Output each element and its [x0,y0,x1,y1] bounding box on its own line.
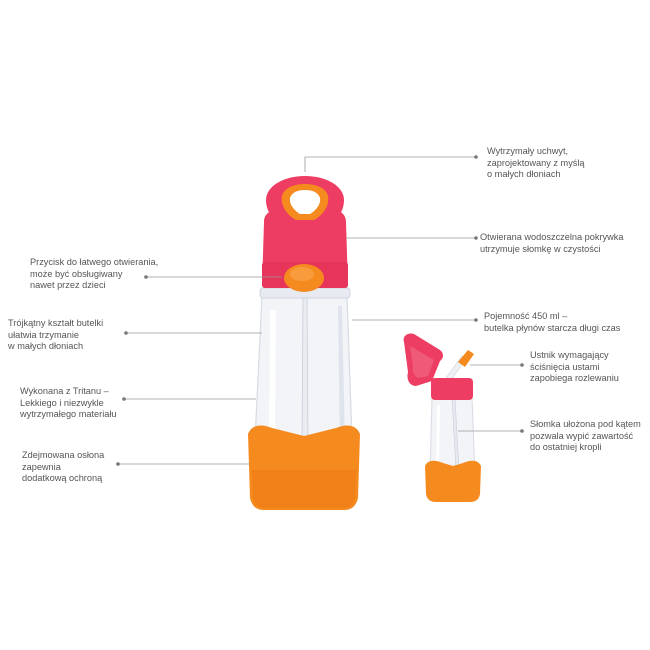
callout-dot-button [144,275,148,279]
label-handle-line-1: Wytrzymały uchwyt, [487,146,569,156]
label-tritan: Wykonana z Tritanu – Lekkiego i niezwykl… [20,386,117,421]
label-mouthpiece: Ustnik wymagający ściśnięcia ustami zapo… [530,350,619,385]
label-mouthpiece-line-1: Ustnik wymagający [530,350,609,360]
label-bumper: Zdejmowana osłona zapewnia dodatkową och… [22,450,104,485]
label-straw-line-2: pozwala wypić zawartość [530,430,634,441]
label-straw-line-3: do ostatniej kropli [530,442,602,452]
callout-lines [116,155,524,466]
label-capacity-line-1: Pojemność 450 ml – [484,311,568,321]
large-bottle [248,176,360,510]
small-bottle-mouthpiece [458,350,474,367]
label-button-line-2: może być obsługiwany [30,268,123,279]
large-bottle-handle-inner [289,190,321,214]
large-bottle-button-top [290,267,314,281]
label-shape-line-3: w małych dłoniach [8,341,84,351]
callout-dot-handle [474,155,478,159]
callout-dot-bumper [116,462,120,466]
label-button-line-3: nawet przez dzieci [30,280,106,290]
large-bottle-shadow [338,306,345,448]
label-handle: Wytrzymały uchwyt, zaprojektowany z myśl… [487,146,585,181]
label-mouthpiece-line-2: ściśnięcia ustami [530,361,600,372]
small-bottle-highlight [436,405,440,470]
large-bottle-highlight [269,310,276,440]
label-shape: Trójkątny kształt butelki ułatwia trzyma… [8,318,103,353]
callout-dot-shape [124,331,128,335]
label-bumper-line-3: dodatkową ochroną [22,473,103,483]
large-bottle-bumper-shade [252,470,356,508]
label-capacity: Pojemność 450 ml – butelka płynów starcz… [484,311,620,334]
label-shape-line-1: Trójkątny kształt butelki [8,318,104,328]
label-bumper-line-2: zapewnia [22,461,61,472]
label-handle-line-2: zaprojektowany z myślą [487,157,585,168]
label-button-line-1: Przycisk do łatwego otwierania, [30,257,159,267]
label-mouthpiece-line-3: zapobiega rozlewaniu [530,373,619,383]
small-bottle [403,333,481,502]
label-button: Przycisk do łatwego otwierania, może być… [30,257,158,292]
small-bottle-bumper [425,460,481,502]
large-bottle-straw [301,297,309,446]
label-lid: Otwierana wodoszczelna pokrywka utrzymuj… [480,232,624,255]
callout-dot-lid [474,236,478,240]
label-bumper-line-1: Zdejmowana osłona [22,450,105,460]
label-straw-line-1: Słomka ułożona pod kątem [530,419,641,429]
label-tritan-line-1: Wykonana z Tritanu – [20,386,109,396]
label-shape-line-2: ułatwia trzymanie [8,329,79,340]
callout-dot-mouthpiece [520,363,524,367]
label-tritan-line-3: wytrzymałego materiału [20,409,117,419]
callout-dot-tritan [122,397,126,401]
label-handle-line-3: o małych dłoniach [487,169,561,179]
label-straw: Słomka ułożona pod kątem pozwala wypić z… [530,419,641,454]
small-bottle-lid-base [431,378,473,400]
callout-dot-capacity [474,318,478,322]
small-bottle-lid-flap-inner [410,346,434,378]
callout-line-handle [304,156,476,172]
label-lid-line-1: Otwierana wodoszczelna pokrywka [480,232,624,242]
label-lid-line-2: utrzymuje słomkę w czystości [480,243,601,254]
callout-dot-straw [520,429,524,433]
label-tritan-line-2: Lekkiego i niezwykle [20,397,104,408]
label-capacity-line-2: butelka płynów starcza długi czas [484,322,621,333]
